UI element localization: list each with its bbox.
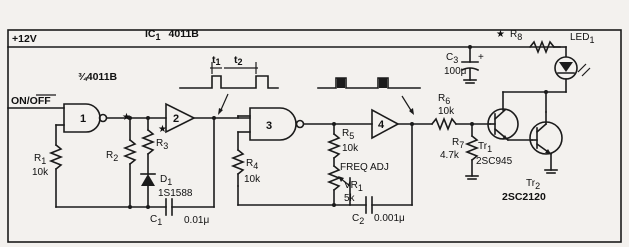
svg-text:+: + [478, 52, 484, 63]
svg-text:R7: R7 [452, 137, 464, 150]
svg-text:C3: C3 [446, 52, 458, 65]
svg-text:R1: R1 [34, 153, 46, 166]
transistor-tr2: Tr2 2SC2120 [502, 111, 563, 203]
svg-text:LED1: LED1 [570, 32, 594, 45]
resistor-r6: R6 10k [430, 93, 491, 132]
svg-text:R6: R6 [438, 93, 450, 106]
svg-text:FREQ ADJ: FREQ ADJ [340, 162, 389, 173]
resistor-r3: ★ R3 [140, 117, 168, 175]
burst-waveform [317, 77, 421, 115]
resistor-r4: R4 10k [230, 131, 261, 187]
resistor-r5: R5 10k [326, 123, 359, 167]
diode-d1: D1 1S1588 [140, 173, 193, 208]
svg-text:3: 3 [266, 120, 272, 132]
svg-text:t2: t2 [234, 54, 243, 67]
svg-text:C1: C1 [150, 214, 162, 227]
resistor-r1: R1 10k [32, 124, 64, 208]
svg-text:★: ★ [158, 124, 167, 135]
svg-text:R4: R4 [246, 158, 258, 171]
supply-label: +12V [12, 33, 37, 45]
svg-text:2SC945: 2SC945 [476, 156, 513, 167]
on-off-label: ON/OFF [11, 95, 51, 107]
svg-text:R8: R8 [510, 29, 522, 42]
transistor-tr1: Tr1 2SC945 [476, 108, 533, 167]
svg-text:Tr1: Tr1 [478, 141, 492, 154]
svg-text:0.01μ: 0.01μ [184, 215, 209, 226]
gate-2-buffer: 2 [165, 102, 196, 134]
potentiometer-vr1: FREQ ADJ VR1 5k [326, 162, 389, 206]
svg-text:4.7k: 4.7k [440, 150, 460, 161]
svg-text:★: ★ [122, 112, 131, 123]
ic-section-label: ¾4011B [78, 71, 118, 83]
svg-text:2SC2120: 2SC2120 [502, 191, 546, 203]
svg-text:10k: 10k [32, 167, 49, 178]
svg-text:0.001μ: 0.001μ [374, 213, 405, 224]
svg-text:1: 1 [80, 113, 86, 125]
gate-1-nand: 1 [55, 103, 108, 133]
resistor-r7: R7 4.7k [440, 123, 480, 180]
svg-text:100μ: 100μ [444, 66, 467, 77]
svg-text:t1: t1 [212, 54, 221, 67]
supply-rail: +12V [7, 33, 561, 48]
svg-text:R5: R5 [342, 128, 354, 141]
resistor-r2: ★ R2 [106, 112, 138, 208]
svg-text:10k: 10k [438, 106, 455, 117]
svg-text:R3: R3 [156, 138, 168, 151]
capacitor-c3: + C3 100μ [444, 46, 484, 84]
svg-text:Tr2: Tr2 [526, 178, 540, 191]
led-1: LED1 [554, 32, 594, 93]
svg-text:R2: R2 [106, 150, 118, 163]
schematic-frame [7, 29, 622, 243]
svg-text:★: ★ [496, 29, 505, 40]
svg-text:1S1588: 1S1588 [158, 188, 193, 199]
capacitor-c2: C2 0.001μ [237, 123, 413, 226]
on-off-input: ON/OFF [7, 94, 65, 109]
svg-text:4: 4 [378, 119, 385, 131]
svg-text:2: 2 [173, 113, 179, 125]
capacitor-c1: C1 0.01μ [55, 117, 215, 227]
gate-4-buffer: 4 [371, 108, 400, 140]
svg-text:C2: C2 [352, 213, 364, 226]
gate-3-nand: 3 [237, 107, 305, 141]
svg-text:10k: 10k [342, 143, 359, 154]
svg-text:5k: 5k [344, 193, 356, 204]
resistor-r8: ★ R8 [496, 29, 567, 55]
svg-text:VR1: VR1 [344, 180, 363, 193]
svg-text:D1: D1 [160, 174, 172, 187]
svg-text:10k: 10k [244, 174, 261, 185]
timing-waveform: t1 t2 [179, 54, 279, 115]
